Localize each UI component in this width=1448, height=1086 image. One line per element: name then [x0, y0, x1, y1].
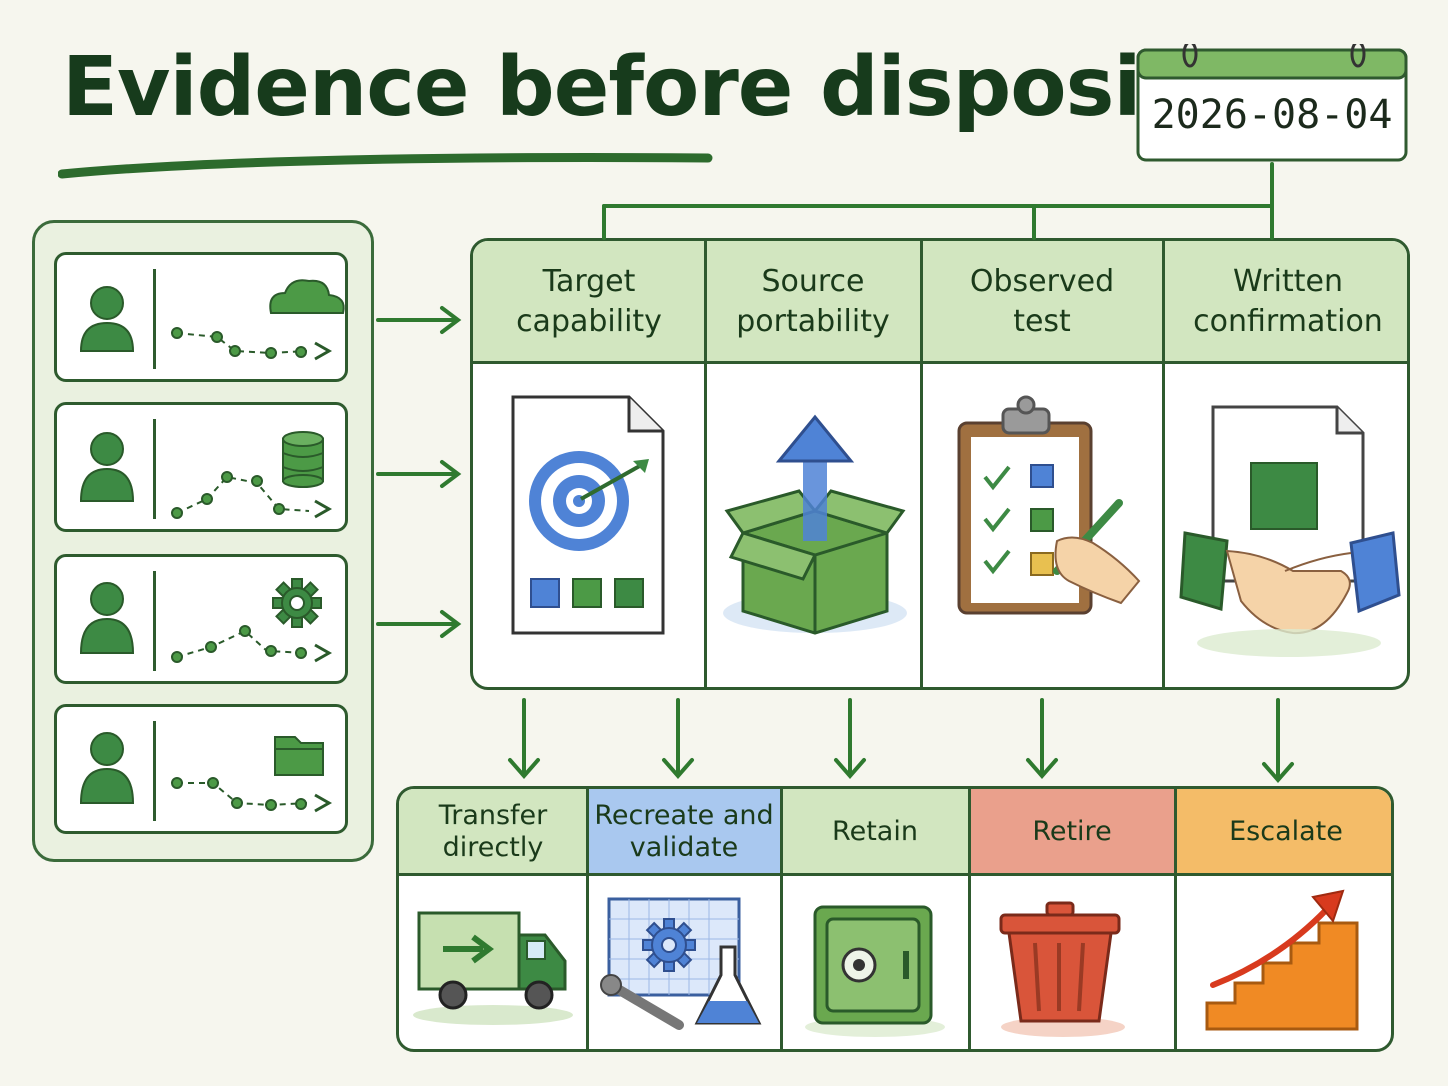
outcome-column-divider [968, 789, 971, 1049]
evidence-column-divider [920, 241, 923, 687]
page-title: Evidence before disposition [62, 40, 1320, 135]
safe-icon [805, 905, 945, 1037]
outcome-header-recreate-and-validate: Recreate and validate [587, 789, 781, 875]
trash-can-icon [999, 901, 1125, 1037]
blueprint-flask-icon [600, 897, 762, 1030]
source-lane-database [54, 402, 348, 532]
path-arrow-icon [171, 777, 333, 813]
path-arrow-icon [171, 625, 333, 663]
box-upload-icon [723, 414, 907, 635]
target-document-icon [511, 395, 665, 635]
clipboard-checklist-icon [957, 395, 1141, 615]
folder-icon [274, 736, 324, 776]
evidence-header-observed-test: Observed test [921, 241, 1163, 363]
outcome-column-divider [586, 789, 589, 1049]
lane-divider [153, 721, 156, 821]
evidence-header-divider [473, 361, 1407, 364]
outcome-header-transfer-directly: Transfer directly [399, 789, 587, 875]
user-icon [79, 582, 135, 654]
calendar-date-card [1136, 44, 1408, 162]
calendar-ring-icon [1182, 44, 1366, 68]
lane-divider [153, 419, 156, 519]
evidence-header-written-confirmation: Written confirmation [1163, 241, 1407, 363]
truck-icon [413, 911, 573, 1025]
outcome-header-retain: Retain [781, 789, 969, 875]
title-underline [58, 153, 713, 179]
outcome-header-divider [399, 873, 1391, 876]
database-icon [282, 431, 324, 488]
handshake-icon [1179, 405, 1401, 657]
outcome-header-escalate: Escalate [1175, 789, 1391, 875]
cloud-icon [269, 279, 345, 314]
date-label: 2026-08-04 [1151, 92, 1393, 138]
outcome-column-divider [780, 789, 783, 1049]
outcome-column-divider [1174, 789, 1177, 1049]
outcome-header-retire: Retire [969, 789, 1175, 875]
evidence-to-outcome-arrows [508, 698, 1294, 784]
source-lane-folder [54, 704, 348, 834]
user-icon [79, 286, 135, 352]
path-arrow-icon [171, 327, 333, 361]
evidence-column-divider [1162, 241, 1165, 687]
gear-icon [272, 578, 322, 628]
user-icon [79, 732, 135, 804]
user-icon [79, 432, 135, 502]
evidence-column-divider [704, 241, 707, 687]
source-lane-gear [54, 554, 348, 684]
evidence-header-source-portability: Source portability [705, 241, 921, 363]
lane-divider [153, 269, 156, 369]
disposition-panel: Transfer directly Recreate and validate … [396, 786, 1394, 1052]
lane-divider [153, 571, 156, 671]
evidence-panel: Target capability Source portability Obs… [470, 238, 1410, 690]
escalation-arrow-icon [1205, 889, 1359, 1031]
evidence-header-target-capability: Target capability [473, 241, 705, 363]
lane-to-evidence-arrows [376, 306, 462, 638]
source-lane-cloud [54, 252, 348, 382]
path-arrow-icon [171, 471, 333, 519]
